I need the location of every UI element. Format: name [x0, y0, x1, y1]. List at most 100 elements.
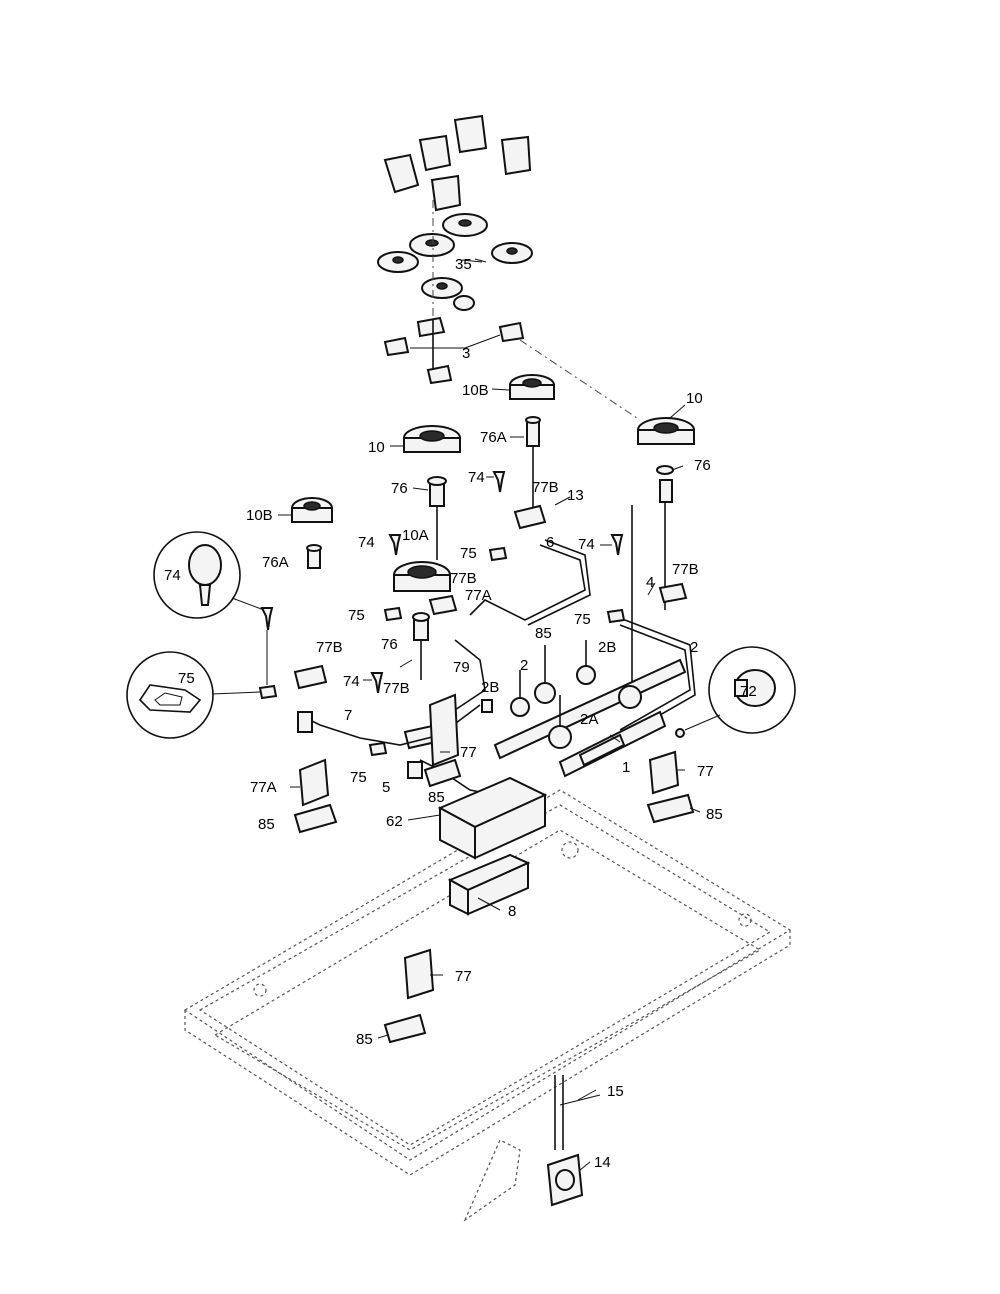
- callout-76-mid: 76: [381, 636, 398, 653]
- clip-75: [383, 606, 403, 622]
- callout-85-d: 85: [706, 806, 723, 823]
- bracket-85-mid: [423, 758, 462, 788]
- callout-74-b: 74: [358, 534, 375, 551]
- callout-75-a: 75: [460, 545, 477, 562]
- callout-85-e: 85: [356, 1031, 373, 1048]
- detail-circle-74: [153, 531, 265, 619]
- callout-74-c: 74: [578, 536, 595, 553]
- burner-head-center: [436, 282, 448, 290]
- bracket-77: [428, 693, 460, 767]
- callout-14: 14: [594, 1154, 611, 1171]
- callout-75-c: 75: [574, 611, 591, 628]
- burner-head-center: [392, 256, 404, 264]
- callout-4: 4: [646, 574, 654, 591]
- callout-2b-a: 2B: [598, 639, 616, 656]
- callout-74-circle: 74: [164, 567, 181, 584]
- callout-77a-a: 77A: [465, 587, 492, 604]
- callout-76a-top: 76A: [480, 429, 507, 446]
- screw: [610, 534, 624, 556]
- screw: [370, 672, 384, 694]
- small-clips-group: [258, 546, 626, 757]
- burner-heads-group: [377, 213, 533, 311]
- manifold-group: [493, 658, 687, 778]
- clips-group: [383, 316, 525, 385]
- callout-77b-c: 77B: [672, 561, 699, 578]
- callout-10b-left: 10B: [246, 507, 273, 524]
- callout-77-a: 77: [460, 744, 477, 761]
- clip: [416, 316, 446, 338]
- callout-62: 62: [386, 813, 403, 830]
- clip-75: [368, 741, 388, 757]
- bracket-77b: [513, 504, 547, 530]
- callout-85-a: 85: [535, 625, 552, 642]
- callout-13: 13: [567, 487, 584, 504]
- tube-4: [619, 624, 691, 731]
- callout-2-a: 2: [520, 657, 528, 674]
- regulator-group: [546, 1075, 601, 1207]
- callout-85-c: 85: [258, 816, 275, 833]
- callout-74-d: 74: [343, 673, 360, 690]
- tube-13: [469, 544, 586, 621]
- clip: [426, 364, 453, 385]
- callout-6: 6: [546, 534, 554, 551]
- burner-head-center: [458, 219, 472, 227]
- clip-75: [488, 546, 508, 562]
- burner-cap: [430, 174, 462, 212]
- callout-77-b: 77: [697, 763, 714, 780]
- screw: [492, 471, 506, 493]
- callout-77b-d: 77B: [316, 639, 343, 656]
- screw: [388, 534, 402, 556]
- bracket-77b: [658, 582, 688, 604]
- callout-5: 5: [382, 779, 390, 796]
- orifice-holder-76-right: [656, 465, 674, 475]
- modules-group: [437, 776, 548, 916]
- callout-10-right: 10: [686, 390, 703, 407]
- valve-2: [534, 682, 556, 704]
- bracket-77a: [298, 758, 330, 807]
- lower-brackets-group: [293, 693, 695, 1044]
- orifice-holders-group: [306, 416, 674, 690]
- callout-3: 3: [462, 345, 470, 362]
- callout-74-a: 74: [468, 469, 485, 486]
- callout-76-right: 76: [694, 457, 711, 474]
- bracket-85-right: [646, 793, 695, 824]
- cooktop-tray: [183, 789, 792, 1222]
- callout-76a-left: 76A: [262, 554, 289, 571]
- callout-8: 8: [508, 903, 516, 920]
- bracket-85-lower: [383, 1013, 427, 1044]
- callout-75-b: 75: [348, 607, 365, 624]
- clip-75: [606, 608, 626, 624]
- callout-7: 7: [344, 707, 352, 724]
- callout-75-d: 75: [350, 769, 367, 786]
- burner-head-small: [453, 295, 475, 311]
- callout-2a: 2A: [580, 711, 598, 728]
- valves-group: [510, 640, 642, 749]
- valve-2b-right: [576, 665, 596, 685]
- callout-2b-b: 2B: [481, 679, 499, 696]
- callout-77-c: 77: [455, 968, 472, 985]
- callout-72: 72: [740, 683, 757, 700]
- screws-group: [260, 471, 624, 694]
- callout-2-b: 2: [690, 639, 698, 656]
- detail-circle-75: [126, 651, 261, 739]
- manifold-pipe: [493, 658, 687, 760]
- callout-77a-b: 77A: [250, 779, 277, 796]
- callout-85-b: 85: [428, 789, 445, 806]
- callout-15: 15: [607, 1083, 624, 1100]
- burner-caps-group: [383, 114, 532, 212]
- callout-10b-top: 10B: [462, 382, 489, 399]
- bracket-77-right: [648, 750, 680, 795]
- burner-cap: [453, 114, 488, 154]
- callout-labels: 35 3 10B 10 76A 10 76 74 77B 13 76 10B 7…: [164, 256, 757, 1171]
- callout-10a: 10A: [402, 527, 429, 544]
- valve-2b: [510, 697, 530, 717]
- callout-76-left: 76: [391, 480, 408, 497]
- gas-tubes-group: [297, 539, 696, 801]
- burner-head-center: [425, 239, 439, 247]
- clip: [498, 321, 525, 343]
- callout-1: 1: [622, 759, 630, 776]
- valve-2-right: [618, 685, 642, 709]
- valve-2a: [548, 725, 572, 749]
- clip-75: [258, 684, 278, 700]
